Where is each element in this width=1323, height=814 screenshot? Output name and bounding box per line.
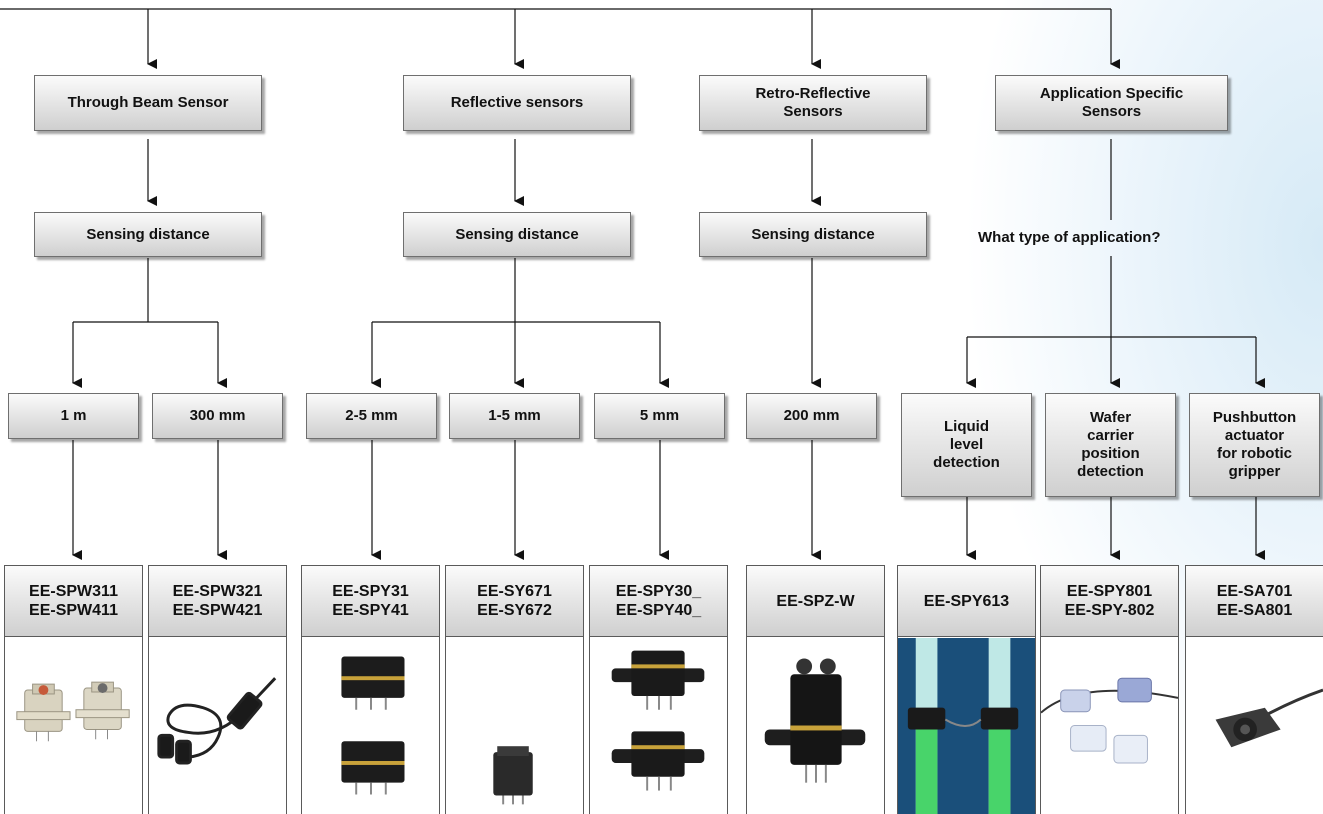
distance-label: 300 mm	[189, 407, 246, 424]
product-models: EE-SPW321 EE-SPW421	[172, 583, 263, 619]
sensing-label: Sensing distance	[455, 225, 579, 243]
category-retro-reflective[interactable]: Retro-Reflective Sensors	[699, 75, 927, 131]
product-image	[1041, 638, 1178, 814]
product-card-ee-sy671[interactable]: EE-SY671 EE-SY672	[445, 565, 584, 814]
sensing-label: Sensing distance	[86, 225, 210, 243]
product-models: EE-SPZ-W	[776, 592, 855, 610]
product-image	[590, 638, 727, 814]
category-reflective[interactable]: Reflective sensors	[403, 75, 631, 131]
product-models: EE-SA701 EE-SA801	[1216, 583, 1293, 619]
product-models: EE-SY671 EE-SY672	[477, 583, 552, 619]
distance-label: 1-5 mm	[488, 407, 541, 424]
product-image	[5, 638, 142, 814]
product-image	[302, 638, 439, 814]
distance-5mm[interactable]: 5 mm	[594, 393, 725, 439]
product-card-ee-spw321[interactable]: EE-SPW321 EE-SPW421	[148, 565, 287, 814]
distance-label: 2-5 mm	[345, 407, 398, 424]
reflective-sensor-stack-icon	[341, 656, 405, 795]
product-image	[1186, 638, 1323, 814]
sensing-label: Sensing distance	[751, 225, 875, 243]
category-label: Retro-Reflective Sensors	[755, 85, 871, 120]
distance-label: 200 mm	[783, 407, 840, 424]
product-card-ee-sa701[interactable]: EE-SA701 EE-SA801	[1185, 565, 1323, 814]
product-card-ee-spy613[interactable]: EE-SPY613	[897, 565, 1036, 814]
product-image	[446, 638, 583, 814]
distance-2-5mm[interactable]: 2-5 mm	[306, 393, 437, 439]
sensing-distance-through-beam[interactable]: Sensing distance	[34, 212, 262, 257]
retro-reflective-sensor-icon	[764, 658, 866, 783]
category-label: Application Specific Sensors	[1039, 85, 1184, 120]
pushbutton-actuator-icon	[1215, 688, 1323, 748]
application-question: What type of application?	[978, 229, 1161, 246]
application-pushbutton[interactable]: Pushbutton actuator for robotic gripper	[1189, 393, 1320, 497]
product-image	[149, 638, 286, 814]
category-through-beam[interactable]: Through Beam Sensor	[34, 75, 262, 131]
distance-1m[interactable]: 1 m	[8, 393, 139, 439]
distance-300mm[interactable]: 300 mm	[152, 393, 283, 439]
application-liquid-level[interactable]: Liquid level detection	[901, 393, 1032, 497]
product-models: EE-SPY801 EE-SPY-802	[1064, 583, 1155, 619]
application-label: Liquid level detection	[933, 418, 1000, 471]
distance-label: 5 mm	[639, 407, 680, 424]
liquid-level-tubes-icon	[898, 638, 1035, 814]
application-wafer-carrier[interactable]: Wafer carrier position detection	[1045, 393, 1176, 497]
product-card-ee-spy31[interactable]: EE-SPY31 EE-SPY41	[301, 565, 440, 814]
product-card-ee-spz-w[interactable]: EE-SPZ-W	[746, 565, 885, 814]
product-card-ee-spy801[interactable]: EE-SPY801 EE-SPY-802	[1040, 565, 1179, 814]
product-image	[747, 638, 884, 814]
cabled-sensor-icon	[157, 677, 277, 765]
reflective-sensor-stack-mounted-icon	[611, 650, 705, 791]
through-beam-sensor-pair-icon	[16, 681, 130, 742]
category-label: Through Beam Sensor	[67, 94, 229, 111]
product-models: EE-SPW311 EE-SPW411	[29, 583, 118, 619]
distance-label: 1 m	[60, 407, 87, 424]
sensing-distance-retro[interactable]: Sensing distance	[699, 212, 927, 257]
product-card-ee-spw311[interactable]: EE-SPW311 EE-SPW411	[4, 565, 143, 814]
application-label: Wafer carrier position detection	[1077, 409, 1144, 480]
product-models: EE-SPY31 EE-SPY41	[332, 583, 409, 619]
product-card-ee-spy30[interactable]: EE-SPY30_ EE-SPY40_	[589, 565, 728, 814]
distance-200mm[interactable]: 200 mm	[746, 393, 877, 439]
wafer-carrier-sensors-icon	[1041, 677, 1178, 764]
sensing-distance-reflective[interactable]: Sensing distance	[403, 212, 631, 257]
product-models: EE-SPY30_ EE-SPY40_	[615, 583, 702, 619]
application-label: Pushbutton actuator for robotic gripper	[1212, 409, 1297, 480]
distance-1-5mm[interactable]: 1-5 mm	[449, 393, 580, 439]
category-label: Reflective sensors	[450, 94, 584, 111]
product-image	[898, 638, 1035, 814]
small-reflective-sensor-icon	[493, 746, 533, 805]
category-application-specific[interactable]: Application Specific Sensors	[995, 75, 1228, 131]
product-models: EE-SPY613	[923, 592, 1010, 610]
